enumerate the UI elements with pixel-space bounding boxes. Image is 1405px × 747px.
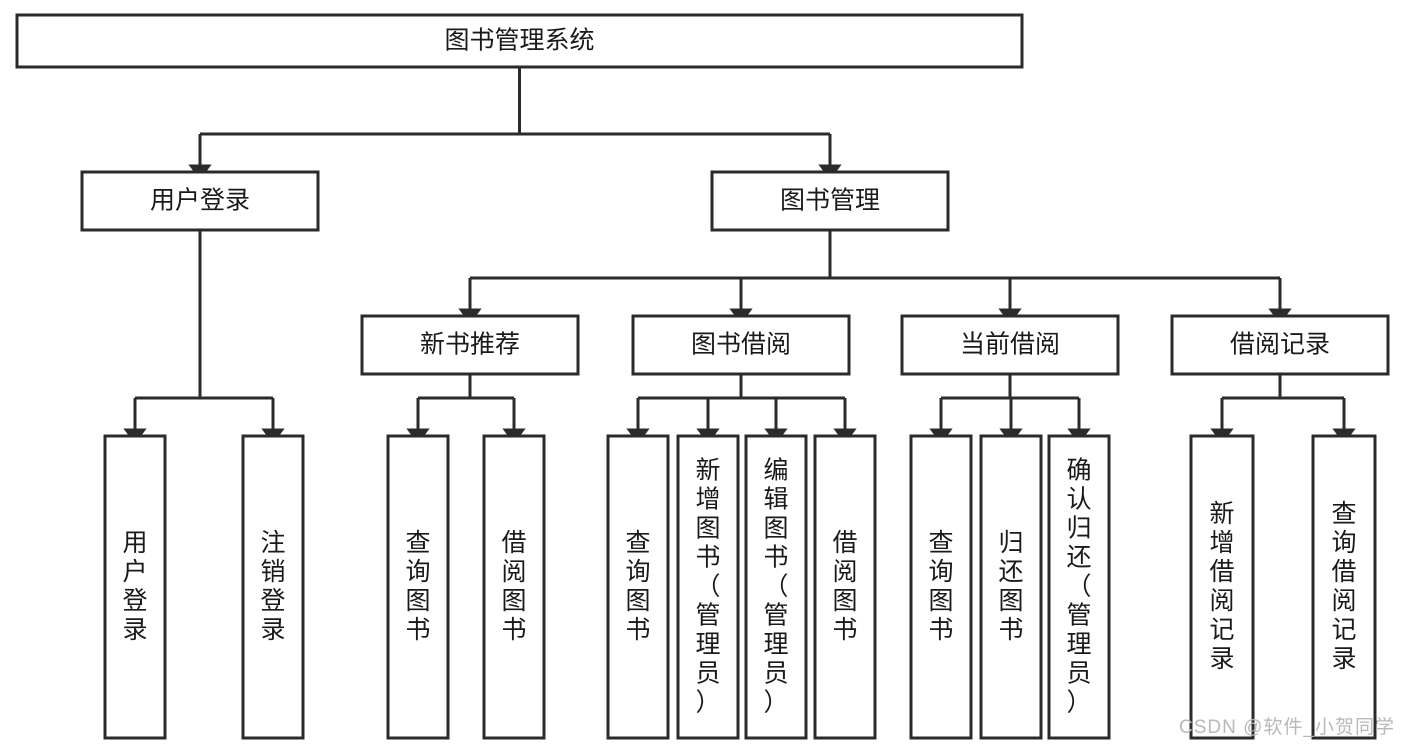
node-box-leaf-borrow-book-1 [482, 434, 546, 740]
node-box-book-management [710, 170, 950, 232]
node-label-new-book-recommend: 新书推荐 [420, 331, 520, 359]
node-label-leaf-borrow-book-1: 借阅图书 [501, 529, 526, 644]
node-leaf-add-book[interactable]: 新增图书（管理员） [676, 434, 740, 740]
node-label-leaf-return-book: 归还图书 [998, 529, 1023, 644]
node-box-leaf-edit-book [744, 434, 808, 740]
node-box-leaf-add-book [676, 434, 740, 740]
node-label-leaf-query-record: 查询借阅记录 [1331, 500, 1356, 673]
node-leaf-query-book-3[interactable]: 查询图书 [909, 434, 973, 740]
edge-group-current-borrow [929, 374, 1091, 444]
node-box-leaf-borrow-book-2 [813, 434, 877, 740]
node-box-root [15, 13, 1024, 69]
edges-layer [123, 67, 1356, 444]
edge-group-borrow-record [1210, 374, 1356, 444]
edge-group-root [188, 67, 842, 180]
node-box-new-book-recommend [360, 314, 580, 376]
node-box-leaf-confirm-return [1047, 434, 1111, 740]
node-borrow-record[interactable]: 借阅记录 [1170, 314, 1390, 376]
node-label-book-management: 图书管理 [780, 187, 880, 215]
node-leaf-query-book-2[interactable]: 查询图书 [606, 434, 670, 740]
node-leaf-borrow-book-2[interactable]: 借阅图书 [813, 434, 877, 740]
node-leaf-user-login[interactable]: 用户登录 [103, 434, 167, 740]
node-leaf-edit-book[interactable]: 编辑图书（管理员） [744, 434, 808, 740]
node-current-borrow[interactable]: 当前借阅 [900, 314, 1120, 376]
node-box-user-login [80, 170, 320, 232]
node-box-leaf-user-login [103, 434, 167, 740]
node-leaf-confirm-return[interactable]: 确认归还（管理员） [1047, 434, 1111, 740]
node-box-leaf-query-book-2 [606, 434, 670, 740]
node-label-leaf-add-book: 新增图书（管理员） [695, 457, 720, 717]
node-label-leaf-user-login: 用户登录 [122, 529, 147, 644]
node-label-leaf-user-logout: 注销登录 [260, 529, 285, 644]
node-book-management[interactable]: 图书管理 [710, 170, 950, 232]
edge-group-user-login [123, 230, 285, 444]
node-label-leaf-borrow-book-2: 借阅图书 [832, 529, 857, 644]
node-label-user-login: 用户登录 [150, 187, 250, 215]
node-label-leaf-add-record: 新增借阅记录 [1209, 500, 1234, 673]
node-label-book-borrow: 图书借阅 [691, 331, 791, 359]
node-label-leaf-query-book-2: 查询图书 [625, 529, 650, 644]
node-new-book-recommend[interactable]: 新书推荐 [360, 314, 580, 376]
node-box-book-borrow [631, 314, 851, 376]
edge-group-new-book-recommend [406, 374, 526, 444]
node-leaf-add-record[interactable]: 新增借阅记录 [1189, 434, 1255, 740]
node-box-leaf-query-book-3 [909, 434, 973, 740]
node-label-current-borrow: 当前借阅 [960, 331, 1060, 359]
node-label-leaf-query-book-1: 查询图书 [405, 529, 430, 644]
nodes-layer: 图书管理系统用户登录图书管理新书推荐图书借阅当前借阅借阅记录用户登录注销登录查询… [15, 13, 1390, 740]
node-box-current-borrow [900, 314, 1120, 376]
node-box-leaf-user-logout [241, 434, 305, 740]
node-box-borrow-record [1170, 314, 1390, 376]
node-label-borrow-record: 借阅记录 [1230, 331, 1330, 359]
node-leaf-borrow-book-1[interactable]: 借阅图书 [482, 434, 546, 740]
node-box-leaf-add-record [1189, 434, 1255, 740]
node-leaf-query-book-1[interactable]: 查询图书 [386, 434, 450, 740]
node-label-leaf-confirm-return: 确认归还（管理员） [1066, 457, 1091, 717]
node-book-borrow[interactable]: 图书借阅 [631, 314, 851, 376]
node-leaf-return-book[interactable]: 归还图书 [979, 434, 1043, 740]
node-label-leaf-query-book-3: 查询图书 [928, 529, 953, 644]
node-label-leaf-edit-book: 编辑图书（管理员） [763, 457, 788, 717]
edge-group-book-management [458, 230, 1292, 324]
node-user-login[interactable]: 用户登录 [80, 170, 320, 232]
node-leaf-user-logout[interactable]: 注销登录 [241, 434, 305, 740]
node-box-leaf-query-record [1311, 434, 1377, 740]
edge-group-book-borrow [626, 374, 857, 444]
node-label-root: 图书管理系统 [444, 27, 594, 55]
node-box-leaf-query-book-1 [386, 434, 450, 740]
node-root[interactable]: 图书管理系统 [15, 13, 1024, 69]
node-box-leaf-return-book [979, 434, 1043, 740]
node-leaf-query-record[interactable]: 查询借阅记录 [1311, 434, 1377, 740]
